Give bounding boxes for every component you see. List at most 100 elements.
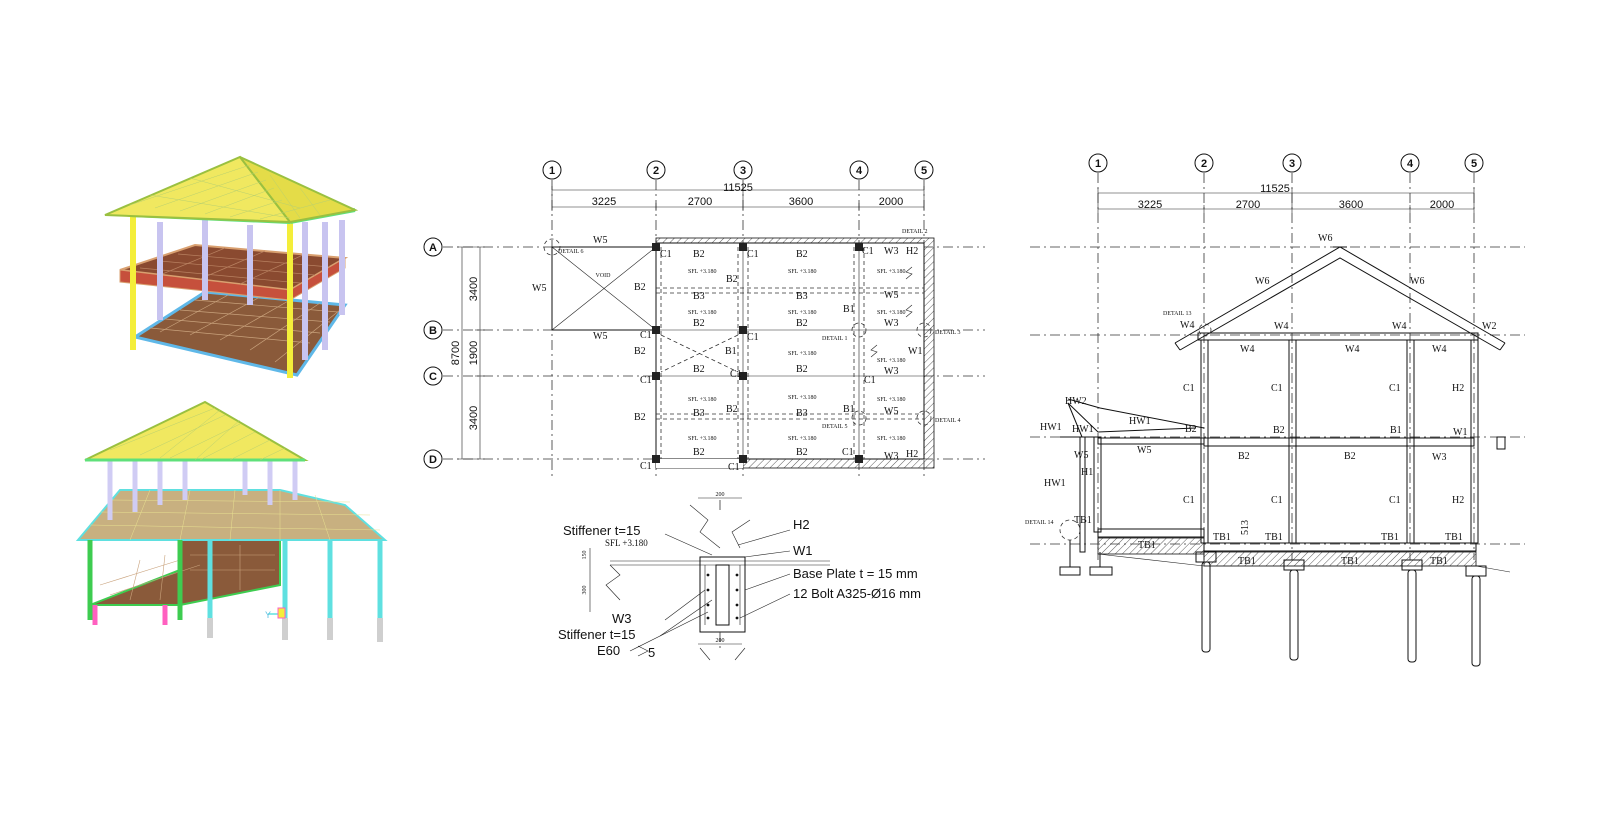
plan-detail-2: DETAIL 2 [902,229,927,235]
plan-grid-3: 3 [740,165,746,177]
plan-c1-c2: C1 [640,375,652,386]
plan-sfl-2: SFL +3.180 [788,269,817,275]
plan-sfl-7: SFL +3.180 [788,351,817,357]
model-view-upper [104,155,359,378]
plan-sfl-14: SFL +3.180 [877,436,906,442]
building-section: 1 2 3 4 5 11525 3225 2700 3600 2000 [1025,153,1525,667]
plan-dim-y-3: 3400 [468,406,480,430]
section-tb1-8: TB1 [1341,556,1359,567]
section-tb1-1: TB1 [1074,515,1092,526]
section-tb1-4: TB1 [1381,532,1399,543]
detail-stiffener-top: Stiffener t=15 [563,523,640,538]
plan-detail-6: DETAIL 6 [558,249,583,255]
plan-dim-y-1: 3400 [468,277,480,301]
plan-detail-3: DETAIL 3 [935,330,960,336]
plan-dim-y-total: 8700 [450,341,462,365]
model-view-lower: Y [75,400,388,642]
plan-b2-12: B2 [693,447,705,458]
section-grid-4: 4 [1407,158,1414,170]
section-hw1-c: HW1 [1129,416,1151,427]
plan-b2-9: B2 [796,364,808,375]
detail-side-dim-1: 150 [582,551,588,560]
plan-dim-3: 3600 [789,196,813,208]
plan-b3-3: B3 [693,408,705,419]
section-grid-2: 2 [1201,158,1207,170]
plan-sfl-11: SFL +3.180 [877,397,906,403]
plan-b1-1: B1 [843,304,855,315]
section-hw1-b: HW1 [1072,424,1094,435]
plan-b1-2: B1 [725,346,737,357]
section-dim-513: 513 [1240,520,1251,535]
plan-c1-c3: C1 [730,369,742,380]
section-grid-1: 1 [1095,158,1101,170]
detail-w1: W1 [793,543,813,558]
plan-b2-4: B2 [634,282,646,293]
detail-sfl: SFL +3.180 [605,538,648,548]
plan-c1-a4: C1 [862,246,874,257]
plan-sfl-10: SFL +3.180 [788,395,817,401]
section-grid-5: 5 [1471,158,1477,170]
plan-detail-1: DETAIL 1 [822,336,847,342]
plan-w5-mid: W5 [593,331,607,342]
section-dim-2: 2700 [1236,199,1260,211]
section-dim-1: 3225 [1138,199,1162,211]
plan-c1-c4: C1 [864,375,876,386]
section-b1: B1 [1390,425,1402,436]
section-b2-2: B2 [1273,425,1285,436]
plan-w3-3: W3 [884,366,898,377]
plan-dim-y-2: 1900 [468,341,480,365]
plan-b2-2: B2 [796,249,808,260]
floor-plan: 1 2 3 4 5 11525 3225 2700 3600 2000 [423,160,985,480]
plan-grid-a: A [429,242,437,254]
section-b2-1: B2 [1185,424,1197,435]
section-w1: W1 [1453,427,1467,438]
section-c1-4: C1 [1183,495,1195,506]
plan-b3-1: B3 [693,291,705,302]
plan-sfl-1: SFL +3.180 [688,269,717,275]
section-tb1-2: TB1 [1213,532,1231,543]
plan-w3-2: W3 [884,318,898,329]
section-h1: H1 [1081,467,1093,478]
section-tb1-5: TB1 [1445,532,1463,543]
plan-b1-3: B1 [843,404,855,415]
plan-b2-5: B2 [693,318,705,329]
plan-b2-1: B2 [693,249,705,260]
plan-sfl-6: SFL +3.180 [877,310,906,316]
plan-void-label: VOID [596,273,612,279]
section-w4-2: W4 [1274,321,1288,332]
plan-dim-total: 11525 [723,182,753,194]
plan-w5-top: W5 [593,235,607,246]
section-w2: W2 [1482,321,1496,332]
plan-grid-letters: A B C D [423,237,443,469]
plan-c1-b3: C1 [747,332,759,343]
section-tb1-6: TB1 [1138,540,1156,551]
detail-e60: E60 [597,643,620,658]
detail-base-plate: Base Plate t = 15 mm [793,566,918,581]
plan-detail-5: DETAIL 5 [822,424,847,430]
plan-dim-4: 2000 [879,196,903,208]
section-c1-2: C1 [1271,383,1283,394]
section-w6-right: W6 [1410,276,1424,287]
plan-w3-4: W3 [884,451,898,462]
section-grid-numbers: 1 2 3 4 5 [1088,153,1484,173]
section-w5-a: W5 [1074,450,1088,461]
plan-w1: W1 [908,346,922,357]
plan-sfl-9: SFL +3.180 [688,397,717,403]
plan-grid-numbers: 1 2 3 4 5 [542,160,934,180]
plan-b2-11: B2 [634,412,646,423]
section-w6-left: W6 [1255,276,1269,287]
plan-c1-d4: C1 [842,447,854,458]
section-c1-5: C1 [1271,495,1283,506]
section-b2-4: B2 [1344,451,1356,462]
section-h2-1: H2 [1452,383,1464,394]
section-c1-1: C1 [1183,383,1195,394]
plan-b2-13: B2 [796,447,808,458]
section-w4-6: W4 [1432,344,1446,355]
plan-w5-r1: W5 [884,290,898,301]
plan-h2-2: H2 [906,449,918,460]
plan-grid-d: D [429,454,437,466]
section-tb1-9: TB1 [1430,556,1448,567]
connection-detail: 200 200 150 300 [558,492,921,661]
section-w5-b: W5 [1137,445,1151,456]
